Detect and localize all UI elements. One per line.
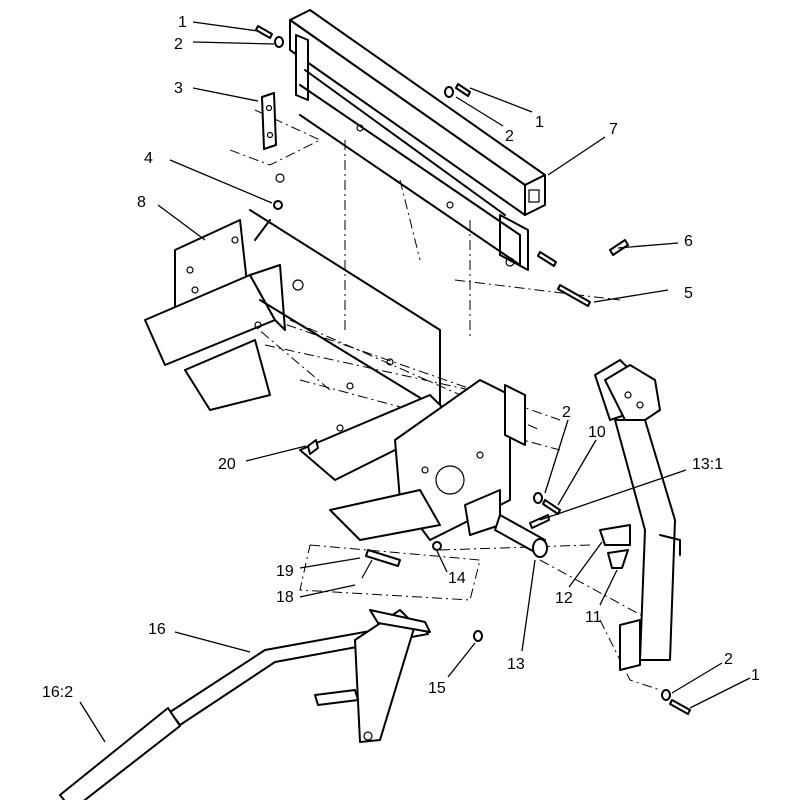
callout-3: 3 <box>174 80 183 97</box>
callout-2-bottom: 2 <box>724 651 733 668</box>
callout-leaders <box>79 21 751 743</box>
callout-1-top: 1 <box>178 14 187 31</box>
pivot-plate-assembly <box>299 379 526 541</box>
callout-20: 20 <box>218 456 236 473</box>
callout-6: 6 <box>684 233 693 250</box>
callout-11: 11 <box>585 609 602 626</box>
pedal-arm <box>594 359 681 671</box>
callout-19: 19 <box>276 563 294 580</box>
callout-4: 4 <box>144 150 153 167</box>
callout-10: 10 <box>588 424 606 441</box>
callout-2-top: 2 <box>174 36 183 53</box>
callout-13-1: 13:1 <box>692 456 723 473</box>
frame-beam-7 <box>289 9 546 271</box>
callout-18: 18 <box>276 589 294 606</box>
callout-13: 13 <box>507 656 525 673</box>
hanger-strap-3 <box>261 92 277 150</box>
callout-labels: 1 2 3 1 2 7 4 8 6 5 2 10 20 13:1 19 14 1… <box>42 14 760 701</box>
callout-16: 16 <box>148 621 166 638</box>
callout-12: 12 <box>555 590 573 607</box>
side-plate-8 <box>144 173 441 411</box>
callout-2-beam: 2 <box>505 128 514 145</box>
callout-7: 7 <box>609 121 618 138</box>
pivot-pin-13 <box>494 514 548 558</box>
callout-15: 15 <box>428 680 446 697</box>
hardware <box>254 25 691 715</box>
hand-lever-16 <box>59 609 431 800</box>
clevis-12 <box>599 524 631 569</box>
callout-5: 5 <box>684 285 693 302</box>
callout-1-bottom: 1 <box>751 667 760 684</box>
callout-1-beam: 1 <box>535 114 544 131</box>
callout-16-2: 16:2 <box>42 684 73 701</box>
assembly-hidden-lines <box>199 109 661 691</box>
callout-8: 8 <box>137 194 146 211</box>
callout-14: 14 <box>448 570 466 587</box>
callout-2-mid: 2 <box>562 404 571 421</box>
